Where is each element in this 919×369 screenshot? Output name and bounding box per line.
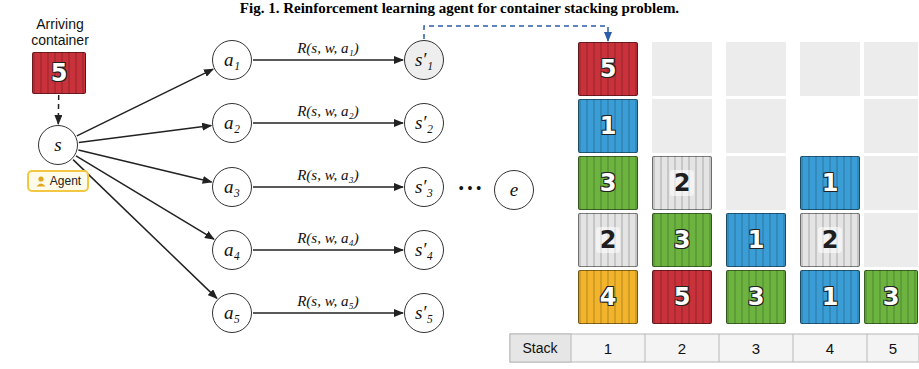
state-circle: s′₁ bbox=[404, 40, 444, 80]
container-box: 2 bbox=[652, 156, 712, 210]
container-box: 3 bbox=[578, 156, 638, 210]
empty-slot bbox=[726, 42, 786, 96]
state-symbol: a₂ bbox=[224, 112, 240, 134]
container-number: 3 bbox=[596, 170, 621, 196]
table-cell: 2 bbox=[662, 340, 702, 357]
container-box: 5 bbox=[32, 52, 86, 94]
empty-slot bbox=[800, 42, 860, 96]
container-number: 2 bbox=[596, 227, 621, 253]
transition-arrow bbox=[253, 122, 403, 124]
state-symbol: s′₅ bbox=[415, 302, 433, 324]
container-box: 3 bbox=[864, 270, 918, 324]
container-box: 1 bbox=[800, 156, 860, 210]
container-number: 4 bbox=[596, 284, 621, 310]
state-symbol: s′₄ bbox=[415, 239, 433, 261]
reward-label: R(s, w, a₅) bbox=[295, 293, 361, 310]
state-symbol: a₃ bbox=[224, 176, 240, 198]
empty-slot bbox=[864, 213, 918, 267]
reward-label: R(s, w, a₂) bbox=[295, 103, 361, 120]
ellipsis: • • • bbox=[450, 180, 490, 196]
dashed-arrow bbox=[58, 95, 60, 124]
container-box: 2 bbox=[800, 213, 860, 267]
state-symbol: a₄ bbox=[224, 239, 240, 261]
state-circle: a₄ bbox=[212, 230, 252, 270]
container-number: 3 bbox=[879, 284, 904, 310]
state-circle: s bbox=[38, 125, 78, 165]
state-symbol: s bbox=[54, 134, 61, 156]
container-number: 3 bbox=[744, 284, 769, 310]
container-number: 5 bbox=[47, 60, 72, 86]
container-box: 1 bbox=[800, 270, 860, 324]
state-circle: a₃ bbox=[212, 167, 252, 207]
state-symbol: a₁ bbox=[224, 49, 240, 71]
container-box: 1 bbox=[726, 213, 786, 267]
state-circle: a₁ bbox=[212, 40, 252, 80]
state-symbol: s′₁ bbox=[415, 49, 433, 71]
container-box: 5 bbox=[652, 270, 712, 324]
container-number: 1 bbox=[818, 284, 843, 310]
state-symbol: a₅ bbox=[224, 302, 240, 324]
transition-arrow bbox=[78, 150, 211, 182]
container-number: 1 bbox=[818, 170, 843, 196]
transition-arrow bbox=[253, 249, 403, 251]
container-box: 5 bbox=[578, 42, 638, 96]
container-number: 2 bbox=[670, 170, 695, 196]
state-circle: s′₃ bbox=[404, 167, 444, 207]
container-box: 4 bbox=[578, 270, 638, 324]
agent-box: Agent bbox=[27, 170, 89, 192]
empty-slot bbox=[652, 99, 712, 153]
dashed-arrow bbox=[424, 26, 608, 41]
table-cell: 5 bbox=[873, 340, 913, 357]
state-circle: s′₂ bbox=[404, 103, 444, 143]
state-symbol: s′₂ bbox=[415, 112, 433, 134]
transition-arrow bbox=[253, 312, 403, 314]
container-number: 3 bbox=[670, 227, 695, 253]
table-cell: 3 bbox=[736, 340, 776, 357]
state-circle: e bbox=[494, 170, 534, 210]
empty-slot bbox=[652, 42, 712, 96]
container-box: 1 bbox=[578, 99, 638, 153]
container-box: 3 bbox=[726, 270, 786, 324]
figure-title: Fig. 1. Reinforcement learning agent for… bbox=[0, 0, 919, 17]
state-symbol: s′₃ bbox=[415, 176, 433, 198]
stack-table bbox=[510, 334, 919, 362]
empty-slot bbox=[864, 156, 918, 210]
container-number: 5 bbox=[670, 284, 695, 310]
empty-slot bbox=[864, 99, 918, 153]
container-box: 2 bbox=[578, 213, 638, 267]
transition-arrow bbox=[79, 126, 211, 143]
transition-arrow bbox=[253, 186, 403, 188]
agent-icon bbox=[35, 175, 47, 187]
caption-label: Arriving container bbox=[15, 16, 105, 48]
transition-arrow bbox=[77, 69, 213, 136]
transition-arrow bbox=[76, 156, 214, 239]
state-symbol: e bbox=[510, 179, 518, 201]
table-cell: 4 bbox=[810, 340, 850, 357]
transition-arrow bbox=[73, 160, 217, 299]
container-number: 1 bbox=[596, 113, 621, 139]
empty-slot bbox=[726, 156, 786, 210]
state-circle: s′₄ bbox=[404, 230, 444, 270]
empty-slot bbox=[726, 99, 786, 153]
container-number: 5 bbox=[596, 56, 621, 82]
transition-arrow bbox=[253, 59, 403, 61]
table-cell: Stack bbox=[510, 340, 570, 356]
container-box: 3 bbox=[652, 213, 712, 267]
state-circle: s′₅ bbox=[404, 293, 444, 333]
reward-label: R(s, w, a₃) bbox=[295, 167, 361, 184]
container-number: 1 bbox=[744, 227, 769, 253]
reward-label: R(s, w, a₁) bbox=[295, 40, 361, 57]
empty-slot bbox=[864, 42, 918, 96]
reward-label: R(s, w, a₄) bbox=[295, 230, 361, 247]
container-number: 2 bbox=[818, 227, 843, 253]
state-circle: a₂ bbox=[212, 103, 252, 143]
state-circle: a₅ bbox=[212, 293, 252, 333]
agent-label: Agent bbox=[50, 174, 81, 188]
table-cell: 1 bbox=[588, 340, 628, 357]
